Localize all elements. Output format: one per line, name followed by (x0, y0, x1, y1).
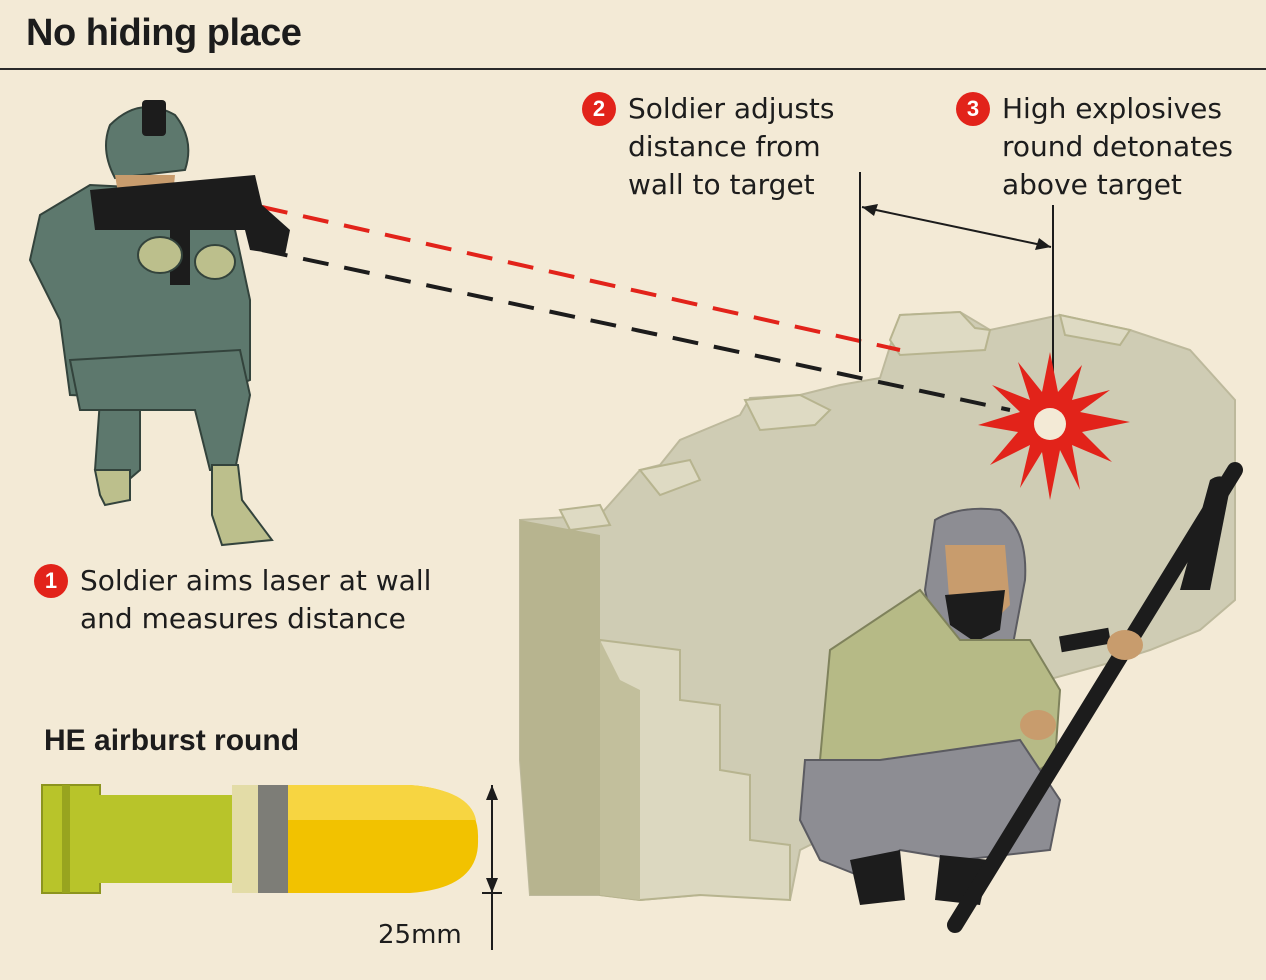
round-title: HE airburst round (44, 724, 300, 757)
step-3-line: round detonates (1002, 130, 1233, 163)
step-3-line: above target (1002, 168, 1182, 201)
page-title: No hiding place (26, 12, 302, 54)
soldier-figure (28, 100, 290, 547)
step-2-line: Soldier adjusts (628, 92, 835, 125)
step-number-badge: 3 (956, 92, 990, 126)
airburst-round-icon (41, 784, 502, 950)
step-number-badge: 2 (582, 92, 616, 126)
title-rule (0, 68, 1266, 70)
laser-beam (261, 205, 1011, 412)
step-2-line: distance from (628, 130, 821, 163)
step-number-badge: 1 (34, 564, 68, 598)
step-2-line: wall to target (628, 168, 815, 201)
caliber-label: 25mm (378, 920, 462, 950)
step-3-line: High explosives (1002, 92, 1222, 125)
explosion-icon (978, 352, 1130, 500)
rpg-launcher (947, 462, 1243, 933)
insurgent-figure (798, 462, 1243, 933)
step-1-line: and measures distance (80, 602, 406, 635)
step-1-line: Soldier aims laser at wall (80, 564, 432, 597)
